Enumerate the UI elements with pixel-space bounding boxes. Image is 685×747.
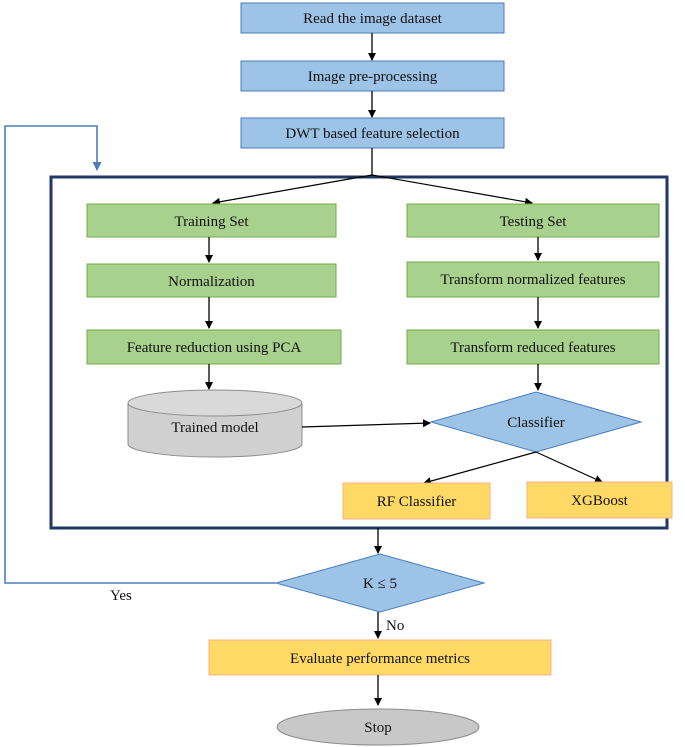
arrow-model-to-classifier bbox=[301, 419, 431, 428]
trained-model-label: Trained model bbox=[171, 420, 258, 436]
transform-normalized-label: Transform normalized features bbox=[440, 272, 625, 288]
trained-model-cylinder: Trained model bbox=[127, 389, 303, 458]
xgboost-box: XGBoost bbox=[526, 481, 673, 519]
arrow-split-to-training bbox=[212, 174, 373, 206]
read-dataset-step: Read the image dataset bbox=[240, 2, 505, 34]
preprocessing-step: Image pre-processing bbox=[240, 60, 505, 92]
stop-terminator: Stop bbox=[276, 708, 480, 746]
dwt-selection-step: DWT based feature selection bbox=[240, 117, 505, 149]
stop-label: Stop bbox=[364, 720, 392, 736]
no-label: No bbox=[386, 618, 404, 634]
testing-set-box: Testing Set bbox=[406, 203, 660, 238]
pca-box: Feature reduction using PCA bbox=[86, 329, 342, 365]
k-condition-label: K ≤ 5 bbox=[363, 576, 397, 592]
transform-reduced-label: Transform reduced features bbox=[450, 340, 615, 356]
normalization-label: Normalization bbox=[168, 274, 255, 290]
normalization-box: Normalization bbox=[86, 263, 337, 298]
dwt-selection-label: DWT based feature selection bbox=[285, 126, 460, 142]
training-set-label: Training Set bbox=[174, 214, 249, 230]
yes-loop-connector bbox=[4, 125, 276, 584]
testing-set-label: Testing Set bbox=[500, 214, 568, 230]
rf-classifier-label: RF Classifier bbox=[377, 494, 457, 510]
k-decision: K ≤ 5 bbox=[274, 553, 486, 613]
arrow-classifier-to-xgb bbox=[535, 451, 603, 483]
evaluate-label: Evaluate performance metrics bbox=[290, 651, 470, 667]
arrow-classifier-to-rf bbox=[423, 451, 537, 485]
classifier-label: Classifier bbox=[507, 415, 565, 431]
transform-reduced-box: Transform reduced features bbox=[406, 329, 660, 365]
evaluate-step: Evaluate performance metrics bbox=[208, 639, 552, 676]
arrow-split-to-testing bbox=[371, 174, 533, 206]
pca-label: Feature reduction using PCA bbox=[127, 340, 302, 356]
training-set-box: Training Set bbox=[86, 203, 337, 238]
classifier-decision: Classifier bbox=[429, 391, 643, 453]
read-dataset-label: Read the image dataset bbox=[303, 11, 443, 27]
rf-classifier-box: RF Classifier bbox=[342, 482, 491, 520]
yes-label: Yes bbox=[110, 588, 132, 604]
preprocessing-label: Image pre-processing bbox=[308, 69, 438, 85]
xgboost-label: XGBoost bbox=[571, 493, 629, 509]
transform-normalized-box: Transform normalized features bbox=[406, 261, 660, 298]
